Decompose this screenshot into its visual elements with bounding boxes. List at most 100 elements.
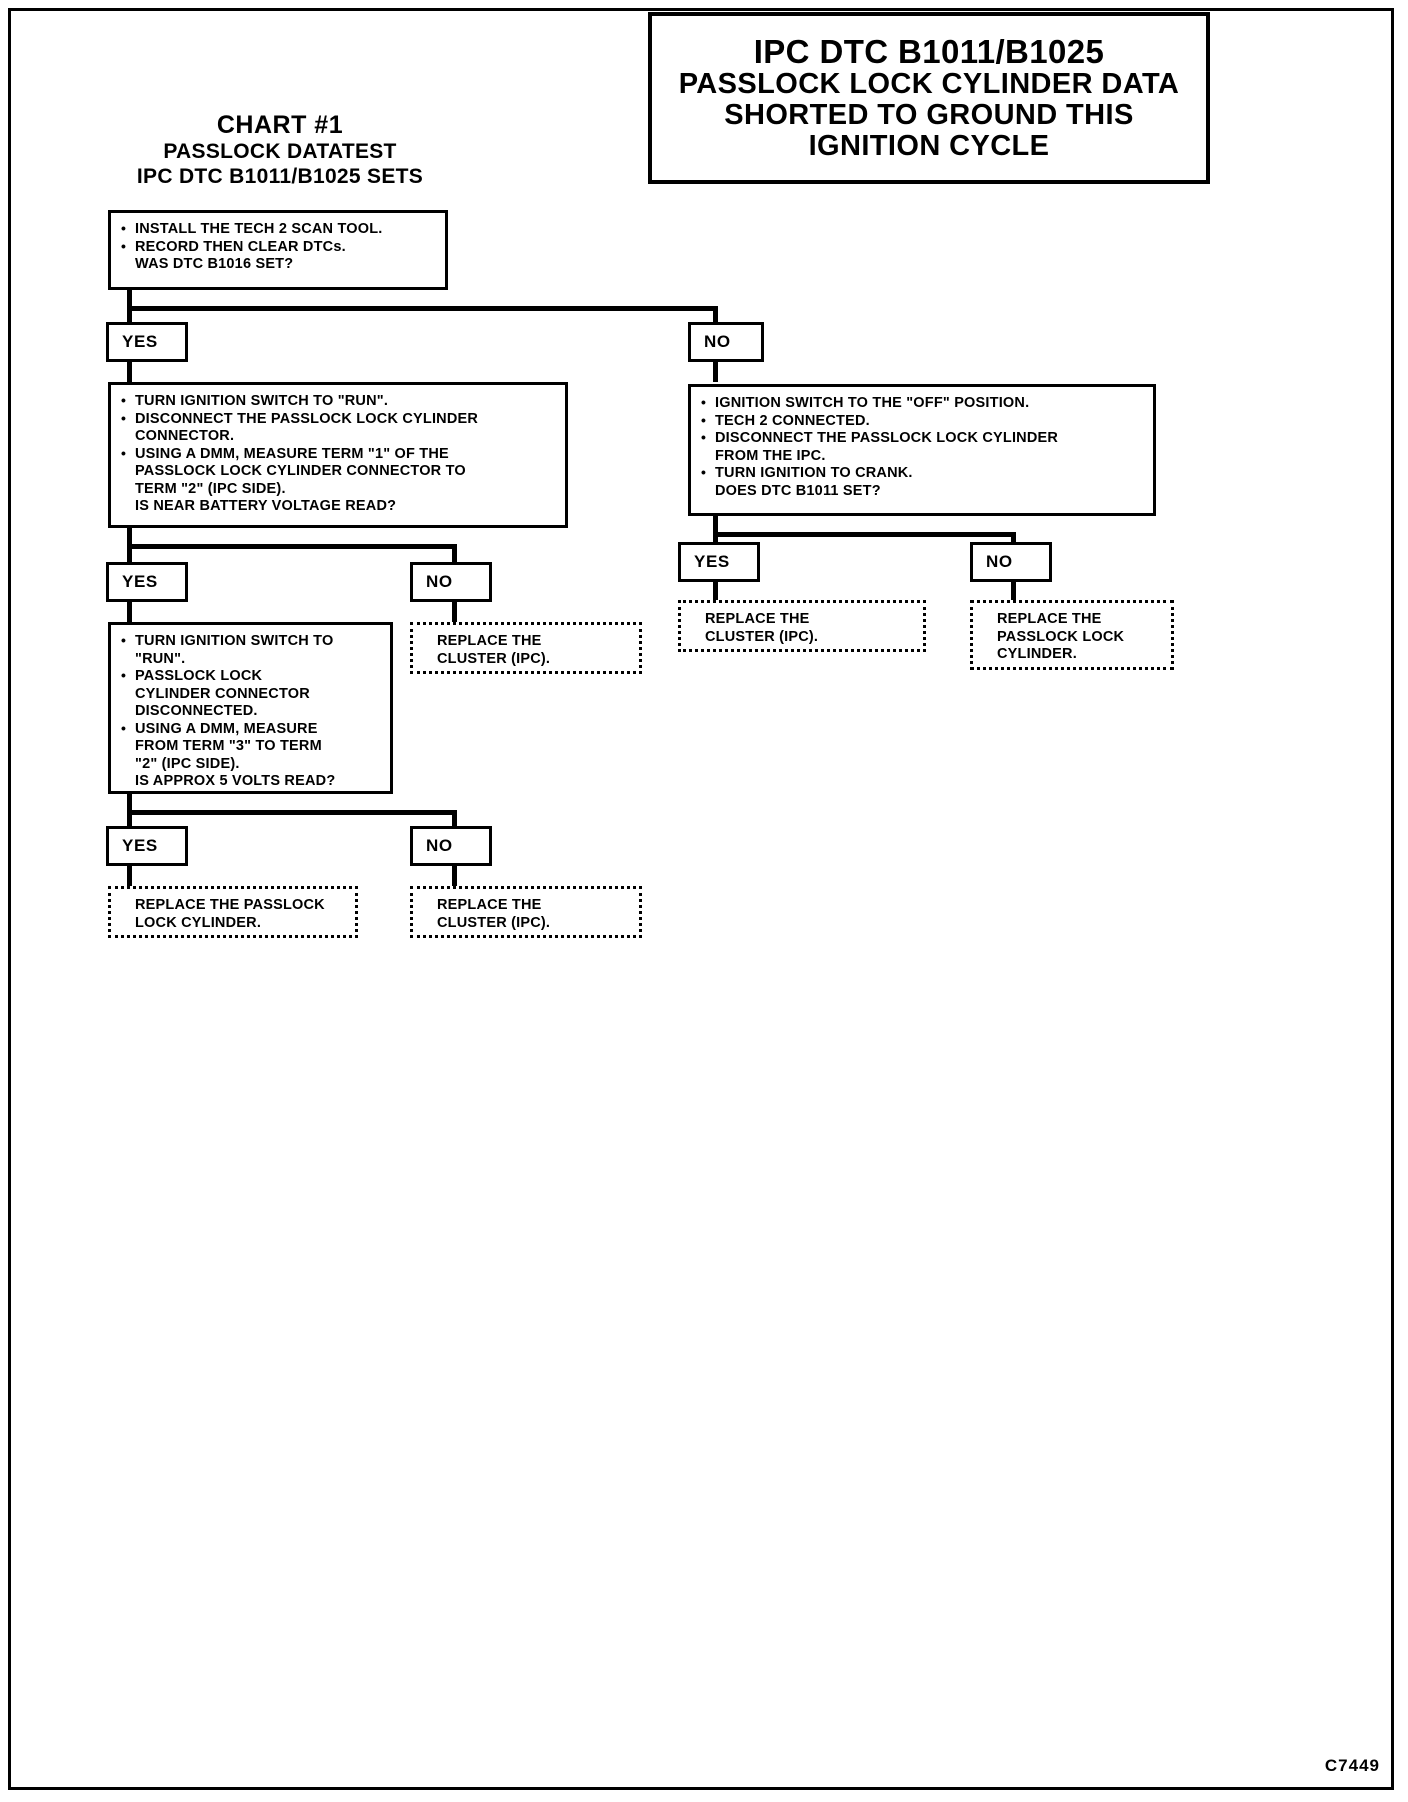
connector-yes3-down: [713, 581, 718, 600]
left-dmm-term1-line-6: TERM "2" (IPC SIDE).: [135, 480, 286, 497]
right-crank-dtc-list: IGNITION SWITCH TO THE "OFF" POSITION. T…: [701, 394, 1143, 500]
connector-to-no4: [452, 810, 457, 828]
result-replace-passlock-right-no-line-1: REPLACE THE: [997, 611, 1102, 627]
left-dmm-term1-line-1: TURN IGNITION SWITCH TO "RUN".: [121, 392, 555, 411]
connector-yes1-down: [127, 360, 132, 382]
right-crank-dtc-line-1: IGNITION SWITCH TO THE "OFF" POSITION.: [701, 394, 1143, 413]
left-dmm-term3-line-8: "2" (IPC SIDE).: [135, 755, 240, 772]
right-crank-dtc-line-2: TECH 2 CONNECTED.: [701, 412, 1143, 431]
branch-no-1-label: NO: [704, 332, 731, 351]
chart-title-line-2: PASSLOCK DATATEST: [163, 140, 397, 163]
result-replace-passlock-bottom-yes-list: REPLACE THE PASSLOCK LOCK CYLINDER.: [121, 897, 345, 932]
result-replace-passlock-bottom-yes-line-2: LOCK CYLINDER.: [135, 914, 262, 931]
result-replace-cluster-bottom-no-line-2: CLUSTER (IPC).: [437, 914, 551, 931]
result-replace-cluster-left-list: REPLACE THE CLUSTER (IPC).: [423, 633, 629, 668]
left-dmm-term3-line-9: IS APPROX 5 VOLTS READ?: [135, 773, 336, 789]
result-replace-passlock-bottom-yes: REPLACE THE PASSLOCK LOCK CYLINDER.: [108, 886, 358, 938]
connector-to-yes4: [127, 810, 132, 828]
connector-split-bus-4: [127, 810, 457, 815]
branch-no-3: NO: [970, 542, 1052, 582]
install-tech2-step-list: INSTALL THE TECH 2 SCAN TOOL. RECORD THE…: [121, 220, 435, 274]
result-replace-cluster-left-line-1: REPLACE THE: [437, 633, 542, 649]
connector-to-yes3: [713, 532, 718, 544]
connector-to-no3: [1011, 532, 1016, 544]
connector-no4-down: [452, 864, 457, 886]
branch-yes-3-label: YES: [694, 552, 730, 571]
left-dmm-term3-list: TURN IGNITION SWITCH TO "RUN". PASSLOCK …: [121, 632, 380, 791]
connector-start-down: [127, 289, 132, 311]
header-line-1: IPC DTC B1011/B1025: [753, 33, 1105, 70]
left-dmm-term3-line-5: DISCONNECTED.: [135, 703, 258, 719]
result-replace-cluster-left: REPLACE THE CLUSTER (IPC).: [410, 622, 642, 674]
left-dmm-term1-step: TURN IGNITION SWITCH TO "RUN". DISCONNEC…: [108, 382, 568, 528]
result-replace-cluster-bottom-no: REPLACE THE CLUSTER (IPC).: [410, 886, 642, 938]
branch-yes-2-label: YES: [122, 572, 158, 591]
branch-no-4: NO: [410, 826, 492, 866]
branch-no-2: NO: [410, 562, 492, 602]
branch-yes-2: YES: [106, 562, 188, 602]
page-border: [8, 8, 1394, 1790]
connector-to-no1: [713, 306, 718, 324]
install-tech2-step: INSTALL THE TECH 2 SCAN TOOL. RECORD THE…: [108, 210, 448, 290]
result-replace-cluster-right-yes-list: REPLACE THE CLUSTER (IPC).: [691, 611, 913, 646]
result-replace-cluster-bottom-no-line-1: REPLACE THE: [437, 897, 542, 913]
connector-to-yes2: [127, 544, 132, 564]
left-dmm-term1-line-4: USING A DMM, MEASURE TERM "1" OF THE: [121, 445, 555, 464]
install-tech2-line-1: INSTALL THE TECH 2 SCAN TOOL.: [121, 220, 435, 239]
right-crank-dtc-line-3: DISCONNECT THE PASSLOCK LOCK CYLINDER: [701, 429, 1143, 448]
chart-title-line-1: CHART #1: [216, 111, 344, 139]
figure-code: C7449: [1324, 1756, 1380, 1775]
connector-split-bus-3: [713, 532, 1016, 537]
install-tech2-line-3: WAS DTC B1016 SET?: [135, 256, 294, 272]
header-line-2: PASSLOCK LOCK CYLINDER DATA: [678, 68, 1180, 100]
result-replace-passlock-right-no-line-2: PASSLOCK LOCK: [997, 628, 1125, 645]
left-dmm-term1-line-7: IS NEAR BATTERY VOLTAGE READ?: [135, 498, 397, 514]
chart-title-line-3: IPC DTC B1011/B1025 SETS: [136, 165, 424, 188]
connector-no2-down: [452, 600, 457, 622]
left-dmm-term1-list: TURN IGNITION SWITCH TO "RUN". DISCONNEC…: [121, 392, 555, 516]
left-dmm-term3-line-1: TURN IGNITION SWITCH TO: [121, 632, 380, 651]
right-crank-dtc-line-4: FROM THE IPC.: [715, 447, 826, 464]
left-dmm-term3-step: TURN IGNITION SWITCH TO "RUN". PASSLOCK …: [108, 622, 393, 794]
connector-no3-down: [1011, 581, 1016, 600]
header-line-3: SHORTED TO GROUND THIS: [724, 99, 1134, 131]
right-crank-dtc-step: IGNITION SWITCH TO THE "OFF" POSITION. T…: [688, 384, 1156, 516]
connector-yes2-down: [127, 600, 132, 622]
left-dmm-term3-line-2: "RUN".: [135, 650, 186, 667]
right-crank-dtc-line-5: TURN IGNITION TO CRANK.: [701, 464, 1143, 483]
left-dmm-term3-line-3: PASSLOCK LOCK: [121, 667, 380, 686]
left-dmm-term3-line-6: USING A DMM, MEASURE: [121, 720, 380, 739]
branch-yes-1: YES: [106, 322, 188, 362]
connector-split-bus-1: [127, 306, 718, 311]
install-tech2-line-2: RECORD THEN CLEAR DTCs.: [121, 238, 435, 257]
result-replace-passlock-right-no: REPLACE THE PASSLOCK LOCK CYLINDER.: [970, 600, 1174, 670]
branch-yes-4-label: YES: [122, 836, 158, 855]
branch-no-3-label: NO: [986, 552, 1013, 571]
connector-lefttest2-down: [127, 793, 132, 815]
connector-to-yes1: [127, 306, 132, 324]
header-title-box: IPC DTC B1011/B1025 PASSLOCK LOCK CYLIND…: [648, 12, 1210, 184]
connector-righttest-down: [713, 515, 718, 537]
left-dmm-term1-line-5: PASSLOCK LOCK CYLINDER CONNECTOR TO: [135, 463, 466, 479]
result-replace-cluster-bottom-no-list: REPLACE THE CLUSTER (IPC).: [423, 897, 629, 932]
right-crank-dtc-line-6: DOES DTC B1011 SET?: [715, 482, 881, 499]
branch-yes-4: YES: [106, 826, 188, 866]
chart-title: CHART #1 PASSLOCK DATATEST IPC DTC B1011…: [60, 112, 500, 189]
branch-no-2-label: NO: [426, 572, 453, 591]
branch-yes-3: YES: [678, 542, 760, 582]
branch-no-4-label: NO: [426, 836, 453, 855]
connector-lefttest-down: [127, 527, 132, 549]
result-replace-passlock-right-no-line-3: CYLINDER.: [997, 646, 1077, 662]
result-replace-passlock-right-no-list: REPLACE THE PASSLOCK LOCK CYLINDER.: [983, 611, 1161, 664]
result-replace-cluster-right-yes: REPLACE THE CLUSTER (IPC).: [678, 600, 926, 652]
connector-yes4-down: [127, 864, 132, 886]
result-replace-cluster-left-line-2: CLUSTER (IPC).: [437, 650, 551, 667]
left-dmm-term1-line-2: DISCONNECT THE PASSLOCK LOCK CYLINDER: [121, 410, 555, 429]
result-replace-cluster-right-yes-line-2: CLUSTER (IPC).: [705, 628, 819, 645]
result-replace-passlock-bottom-yes-line-1: REPLACE THE PASSLOCK: [135, 897, 325, 913]
left-dmm-term1-line-3: CONNECTOR.: [135, 428, 235, 444]
left-dmm-term3-line-7: FROM TERM "3" TO TERM: [135, 738, 322, 754]
branch-yes-1-label: YES: [122, 332, 158, 351]
connector-split-bus-2: [127, 544, 457, 549]
